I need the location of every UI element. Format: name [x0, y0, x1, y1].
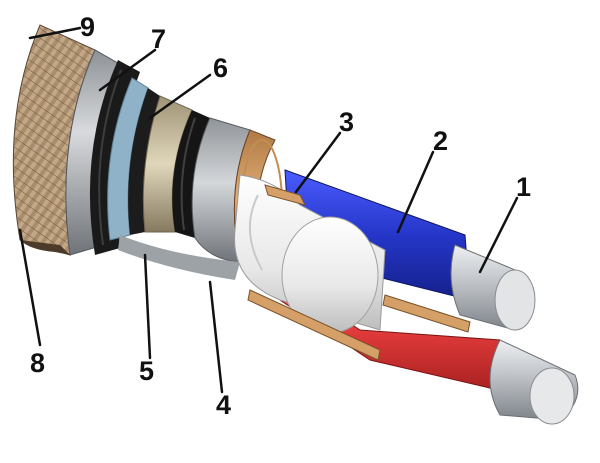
- callout-9: 9: [80, 12, 95, 42]
- callout-7: 7: [151, 24, 166, 54]
- callout-6: 6: [213, 53, 228, 83]
- callout-5: 5: [139, 356, 154, 386]
- callout-1: 1: [516, 172, 531, 202]
- callout-8: 8: [30, 348, 45, 378]
- callout-4: 4: [216, 390, 231, 420]
- callout-3: 3: [339, 107, 354, 137]
- callout-2: 2: [433, 126, 448, 156]
